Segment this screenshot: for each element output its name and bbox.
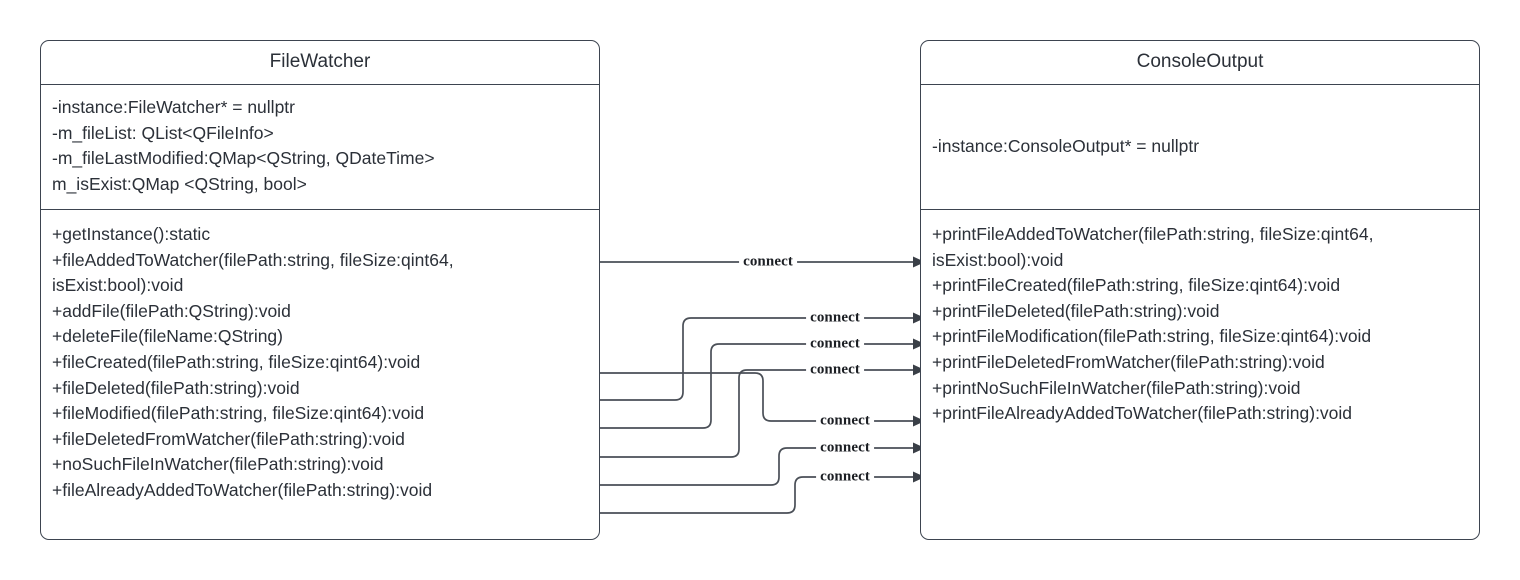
class-title-filewatcher: FileWatcher — [41, 41, 599, 85]
connection-label: connect — [739, 253, 797, 271]
connection-label: connect — [816, 468, 874, 486]
operation-item: +printFileAlreadyAddedToWatcher(filePath… — [932, 403, 1353, 424]
operation-item: +fileModified(filePath:string, fileSize:… — [52, 403, 425, 424]
class-title-consoleoutput: ConsoleOutput — [921, 41, 1479, 85]
operation-item: +printFileDeletedFromWatcher(filePath:st… — [932, 351, 1325, 372]
connector-arrowhead-icon — [913, 364, 925, 376]
operation-item: +fileAddedToWatcher(filePath:string, fil… — [52, 249, 459, 296]
attribute-item: m_isExist:QMap <QString, bool> — [52, 173, 307, 194]
connector-line — [600, 447, 913, 486]
connector-line — [600, 476, 913, 514]
connection-label: connect — [816, 412, 874, 430]
class-operations-consoleoutput: +printFileAddedToWatcher(filePath:string… — [921, 210, 1479, 539]
connection-label: connect — [806, 335, 864, 353]
connection-label: connect — [806, 361, 864, 379]
operation-item: +printNoSuchFileInWatcher(filePath:strin… — [932, 377, 1301, 398]
class-box-consoleoutput[interactable]: ConsoleOutput -instance:ConsoleOutput* =… — [920, 40, 1480, 540]
connector-line — [600, 369, 913, 458]
connection-label: connect — [816, 439, 874, 457]
operation-item: +fileDeleted(filePath:string):void — [52, 377, 300, 398]
operation-item: +noSuchFileInWatcher(filePath:string):vo… — [52, 454, 384, 475]
connector-arrowhead-icon — [913, 442, 925, 454]
class-attributes-consoleoutput: -instance:ConsoleOutput* = nullptr — [921, 85, 1479, 210]
connector-line — [600, 343, 913, 429]
attribute-item: -instance:FileWatcher* = nullptr — [52, 97, 295, 117]
class-box-filewatcher[interactable]: FileWatcher -instance:FileWatcher* = nul… — [40, 40, 600, 540]
operation-item: +deleteFile(fileName:QString) — [52, 326, 283, 347]
operation-item: +addFile(filePath:QString):void — [52, 300, 291, 321]
connector-arrowhead-icon — [913, 471, 925, 483]
operation-item: +printFileCreated(filePath:string, fileS… — [932, 275, 1341, 296]
operation-item: +printFileModification(filePath:string, … — [932, 326, 1372, 347]
attribute-item: -instance:ConsoleOutput* = nullptr — [932, 136, 1200, 157]
connector-line — [600, 317, 913, 401]
attribute-item: -m_fileLastModified:QMap<QString, QDateT… — [52, 148, 435, 169]
connector-line — [600, 372, 913, 422]
operation-item: +fileCreated(filePath:string, fileSize:q… — [52, 351, 421, 372]
operation-item: +printFileAddedToWatcher(filePath:string… — [932, 224, 1379, 270]
class-operations-filewatcher: +getInstance():static +fileAddedToWatche… — [41, 210, 599, 539]
class-attributes-filewatcher: -instance:FileWatcher* = nullptr -m_file… — [41, 85, 599, 210]
connector-arrowhead-icon — [913, 312, 925, 324]
connector-arrowhead-icon — [913, 256, 925, 268]
attribute-item: -m_fileList: QList<QFileInfo> — [52, 122, 274, 143]
operation-item: +fileDeletedFromWatcher(filePath:string)… — [52, 428, 405, 449]
operation-item: +printFileDeleted(filePath:string):void — [932, 300, 1220, 321]
connection-label: connect — [806, 309, 864, 327]
connector-arrowhead-icon — [913, 415, 925, 427]
operation-item: +fileAlreadyAddedToWatcher(filePath:stri… — [52, 479, 433, 500]
operation-item: +getInstance():static — [52, 224, 211, 244]
connector-arrowhead-icon — [913, 338, 925, 350]
